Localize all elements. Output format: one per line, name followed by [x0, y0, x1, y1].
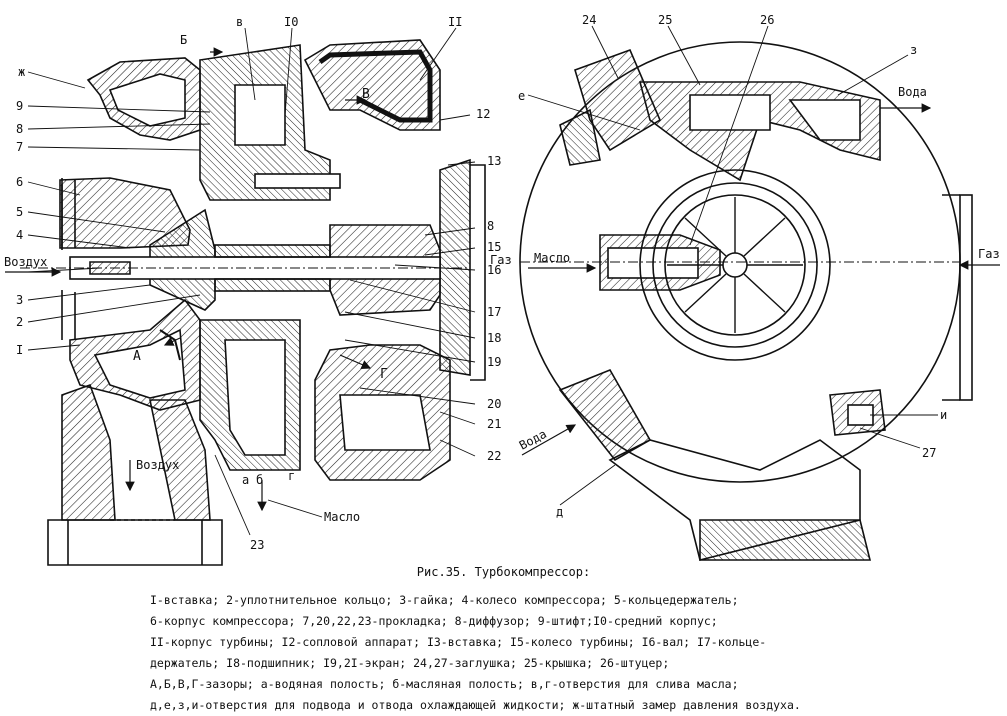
label-17: 17 — [487, 305, 501, 319]
label-15: 15 — [487, 240, 501, 254]
gas-outlet-flange — [959, 194, 973, 401]
label-gap-b: Б — [180, 33, 187, 47]
label-gap-g: Г — [380, 367, 388, 382]
label-5: 5 — [16, 205, 23, 219]
label-21: 21 — [487, 417, 501, 431]
label-8b: 8 — [487, 219, 494, 233]
label-23: 23 — [250, 538, 264, 552]
label-12: 12 — [476, 107, 490, 121]
label-v: в — [236, 15, 243, 29]
right-view-leaders — [527, 25, 938, 506]
label-6: 6 — [16, 175, 23, 189]
right-view-arrows — [521, 103, 1000, 456]
label-gas-right: Газ — [978, 247, 1000, 261]
label-16: 16 — [487, 263, 501, 277]
label-i: и — [940, 408, 947, 422]
legend-line: д,е,з,и-отверстия для подвода и отвода о… — [150, 698, 801, 712]
label-a: а — [242, 473, 249, 487]
label-b: б — [256, 473, 263, 487]
label-zh: ж — [18, 65, 25, 79]
legend-line: А,Б,В,Г-зазоры; а-водяная полость; б-мас… — [150, 677, 739, 691]
label-gas: Газ — [490, 253, 512, 267]
left-section-view — [20, 39, 486, 566]
label-13: 13 — [487, 154, 501, 168]
label-3: 3 — [16, 293, 23, 307]
label-7: 7 — [16, 140, 23, 154]
label-d: д — [556, 505, 563, 519]
turbine-blades — [667, 197, 803, 333]
bearing — [214, 244, 331, 258]
label-2: 2 — [16, 315, 23, 329]
label-e: е — [518, 89, 525, 103]
turbine-wheel-end — [639, 169, 831, 361]
label-oil-left: Масло — [324, 510, 360, 524]
label-22: 22 — [487, 449, 501, 463]
label-11: II — [448, 15, 462, 29]
label-g: г — [288, 469, 295, 483]
bolt — [254, 173, 341, 189]
label-air-out: Воздух — [136, 458, 179, 472]
label-10: I0 — [284, 15, 298, 29]
label-1: I — [16, 343, 23, 357]
label-24: 24 — [582, 13, 596, 27]
label-19: 19 — [487, 355, 501, 369]
legend-line: I-вставка; 2-уплотнительное кольцо; 3-га… — [150, 593, 739, 607]
label-25: 25 — [658, 13, 672, 27]
label-air-in: Воздух — [4, 255, 47, 269]
label-9: 9 — [16, 99, 23, 113]
label-4: 4 — [16, 228, 23, 242]
label-20: 20 — [487, 397, 501, 411]
legend-line: 6-корпус компрессора; 7,20,22,23-проклад… — [150, 614, 718, 628]
label-gap-v: В — [362, 87, 370, 102]
legend-line: II-корпус турбины; I2-сопловой аппарат; … — [150, 635, 767, 649]
label-26: 26 — [760, 13, 774, 27]
label-gap-a: А — [133, 349, 141, 364]
label-z: з — [910, 43, 917, 57]
legend-line: держатель; I8-подшипник; I9,2I-экран; 24… — [150, 656, 670, 670]
figure-caption: Рис.35. Турбокомпрессор: — [416, 565, 591, 579]
left-view-labels: ж 9 8 7 6 5 4 Воздух 3 2 I А Воздух Б в … — [4, 15, 512, 552]
right-end-view — [519, 41, 973, 561]
figure-legend: I-вставка; 2-уплотнительное кольцо; 3-га… — [150, 590, 870, 716]
label-water-out: Вода — [898, 85, 927, 99]
label-18: 18 — [487, 331, 501, 345]
left-view-leaders — [27, 27, 476, 536]
turbine-housing-top — [303, 39, 441, 131]
label-oil-right: Масло — [534, 251, 570, 265]
label-27: 27 — [922, 446, 936, 460]
air-outlet-pipe — [61, 383, 116, 521]
label-8: 8 — [16, 122, 23, 136]
